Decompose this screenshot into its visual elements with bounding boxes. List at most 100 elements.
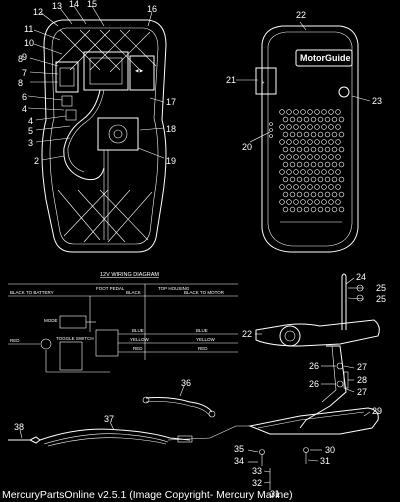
- grille-hole: [303, 116, 310, 123]
- callout-32: 32: [252, 478, 262, 488]
- grille-hole: [282, 206, 289, 213]
- callout-31a: 31: [320, 456, 330, 466]
- grille-hole: [307, 169, 313, 175]
- grille-hole: [286, 139, 292, 145]
- callout-13: 13: [52, 1, 62, 11]
- callout-4a: 4: [22, 104, 27, 114]
- callout-8b: 8: [18, 78, 23, 88]
- grille-hole: [300, 169, 306, 175]
- grille-hole: [303, 206, 310, 213]
- grille-hole: [310, 131, 317, 138]
- grille-hole: [282, 131, 289, 138]
- grille-hole: [317, 176, 324, 183]
- grille-hole: [289, 161, 296, 168]
- grille-hole: [307, 109, 313, 115]
- grille-hole: [310, 116, 317, 123]
- speaker-grille: [279, 109, 345, 213]
- wire-blue-mid: BLUE: [132, 328, 144, 333]
- copyright-footer: MercuryPartsOnline v2.5.1 (Image Copyrig…: [2, 489, 293, 501]
- grille-hole: [324, 146, 331, 153]
- grille-hole: [328, 184, 334, 190]
- callout-25b: 25: [376, 294, 386, 304]
- grille-hole: [338, 176, 345, 183]
- grille-hole: [324, 191, 331, 198]
- wire-red-right: RED: [198, 346, 208, 351]
- callout-21: 21: [226, 75, 236, 85]
- grille-hole: [317, 191, 324, 198]
- cable-harness: 36 37 38: [8, 378, 252, 447]
- grille-hole: [335, 169, 341, 175]
- motor-mount-callouts: 24 25 25 22 26 26 27 28 27 29 30 31 35 3…: [234, 272, 386, 499]
- grille-hole: [279, 184, 285, 190]
- wire-red-mid: RED: [133, 346, 143, 351]
- toggle-switch-label: TOGGLE SWITCH: [56, 336, 94, 341]
- grille-hole: [303, 191, 310, 198]
- grille-hole: [321, 169, 327, 175]
- callout-14: 14: [69, 0, 79, 9]
- grille-hole: [279, 199, 285, 205]
- grille-hole: [286, 199, 292, 205]
- callout-26a: 26: [309, 361, 319, 371]
- callout-30: 30: [325, 445, 335, 455]
- grille-hole: [317, 131, 324, 138]
- callout-5: 5: [28, 126, 33, 136]
- grille-hole: [324, 161, 331, 168]
- wire-red-left: RED: [10, 338, 20, 343]
- grille-hole: [303, 146, 310, 153]
- grille-hole: [338, 116, 345, 123]
- grille-hole: [279, 154, 285, 160]
- top-housing-callouts: 22 21 23 20: [226, 10, 382, 152]
- wire-black: BLACK: [126, 290, 141, 295]
- grille-hole: [296, 176, 303, 183]
- grille-hole: [324, 176, 331, 183]
- grille-hole: [314, 124, 320, 130]
- grille-hole: [310, 161, 317, 168]
- grille-hole: [282, 176, 289, 183]
- callout-27a: 27: [357, 362, 367, 372]
- header-top-housing: TOP HOUSING: [158, 286, 190, 291]
- grille-hole: [331, 206, 338, 213]
- grille-hole: [279, 139, 285, 145]
- wire-blue-right: BLUE: [196, 328, 208, 333]
- grille-hole: [293, 169, 299, 175]
- grille-hole: [331, 191, 338, 198]
- grille-hole: [317, 161, 324, 168]
- grille-hole: [289, 191, 296, 198]
- grille-hole: [286, 169, 292, 175]
- grille-hole: [279, 109, 285, 115]
- grille-hole: [310, 176, 317, 183]
- callout-8a: 8: [18, 54, 23, 64]
- foot-pedal-top-view: ◀ ▶: [41, 19, 167, 253]
- grille-hole: [300, 199, 306, 205]
- grille-hole: [279, 124, 285, 130]
- grille-hole: [282, 146, 289, 153]
- grille-hole: [286, 124, 292, 130]
- callout-7: 7: [22, 68, 27, 78]
- callout-36: 36: [181, 378, 191, 388]
- grille-hole: [296, 116, 303, 123]
- grille-hole: [317, 146, 324, 153]
- grille-hole: [338, 146, 345, 153]
- grille-hole: [300, 139, 306, 145]
- grille-hole: [314, 139, 320, 145]
- grille-hole: [286, 154, 292, 160]
- wire-yellow-mid: YELLOW: [130, 337, 150, 342]
- grille-hole: [307, 154, 313, 160]
- grille-hole: [328, 124, 334, 130]
- callout-28: 28: [357, 375, 367, 385]
- callout-24: 24: [356, 272, 366, 282]
- grille-hole: [328, 139, 334, 145]
- grille-hole: [314, 109, 320, 115]
- callout-15: 15: [87, 0, 97, 9]
- grille-hole: [331, 116, 338, 123]
- callout-6: 6: [22, 92, 27, 102]
- top-housing-view: MotorGuide ×: [255, 25, 359, 253]
- callout-37: 37: [104, 414, 114, 424]
- grille-hole: [328, 109, 334, 115]
- grille-hole: [289, 176, 296, 183]
- grille-hole: [289, 146, 296, 153]
- grille-hole: [300, 109, 306, 115]
- callout-18: 18: [166, 124, 176, 134]
- grille-hole: [293, 154, 299, 160]
- grille-hole: [296, 206, 303, 213]
